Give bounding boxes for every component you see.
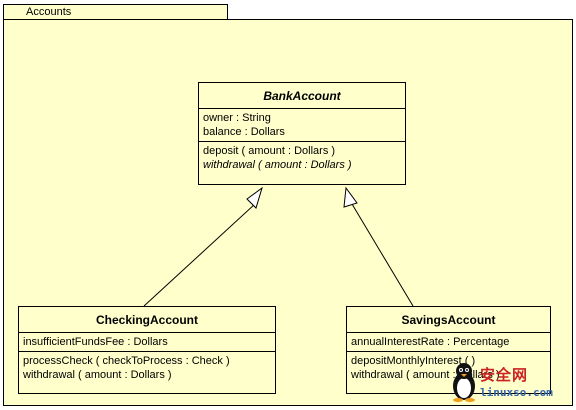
watermark: 安全网 linuxso.com	[450, 362, 572, 404]
attribute-compartment: insufficientFundsFee : Dollars	[19, 333, 275, 352]
watermark-text-en: linuxso.com	[480, 386, 553, 399]
package-name: Accounts	[26, 6, 72, 18]
savings-generalization-arrowhead	[343, 186, 358, 208]
class-name: BankAccount	[199, 83, 405, 109]
operation-withdrawal-abstract: withdrawal ( amount : Dollars )	[203, 159, 352, 171]
class-name: CheckingAccount	[19, 307, 275, 333]
checking-generalization-line	[143, 203, 256, 307]
attribute-compartment: annualInterestRate : Percentage	[347, 333, 550, 352]
operation-process-check: processCheck ( checkToProcess : Check )	[23, 355, 230, 367]
operation-compartment: processCheck ( checkToProcess : Check ) …	[19, 352, 275, 384]
attribute-compartment: owner : String balance : Dollars	[199, 109, 405, 142]
attribute-insufficient-funds-fee: insufficientFundsFee : Dollars	[23, 336, 168, 348]
attribute-annual-interest-rate: annualInterestRate : Percentage	[351, 336, 510, 348]
attribute-balance: balance : Dollars	[203, 126, 285, 138]
watermark-text-cn: 安全网	[480, 366, 529, 384]
savings-generalization-line	[351, 203, 414, 307]
attribute-owner: owner : String	[203, 112, 271, 124]
class-bank-account[interactable]: BankAccount owner : String balance : Dol…	[198, 82, 406, 185]
checking-generalization-arrowhead	[246, 186, 263, 209]
operation-compartment: deposit ( amount : Dollars ) withdrawal …	[199, 142, 405, 174]
class-name: SavingsAccount	[347, 307, 550, 333]
class-checking-account[interactable]: CheckingAccount insufficientFundsFee : D…	[18, 306, 276, 394]
operation-deposit-monthly-interest: depositMonthlyInterest ( )	[351, 355, 476, 367]
penguin-icon	[453, 363, 475, 402]
package-tab[interactable]: Accounts	[3, 4, 228, 20]
operation-deposit: deposit ( amount : Dollars )	[203, 145, 336, 157]
operation-withdrawal: withdrawal ( amount : Dollars )	[23, 369, 172, 381]
